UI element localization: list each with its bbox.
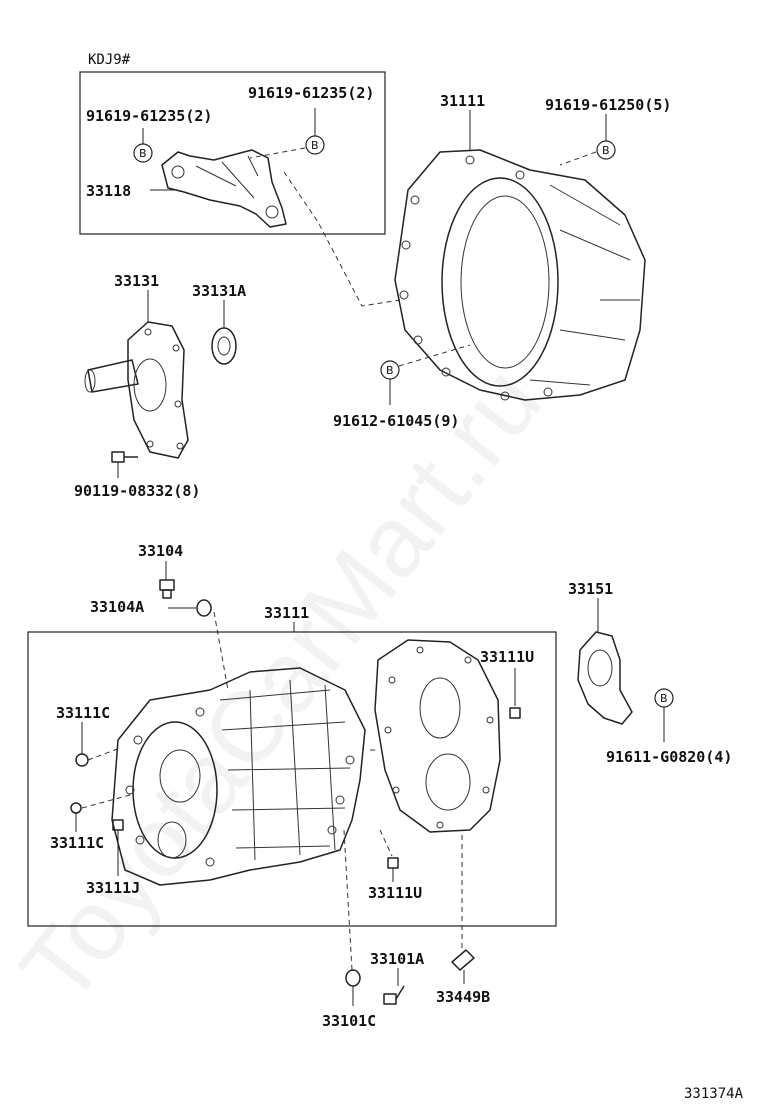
part-31111[interactable]: 31111 — [440, 92, 485, 110]
group-label: KDJ9# — [88, 52, 131, 68]
part-33131[interactable]: 33131 — [114, 272, 159, 290]
bolt-marker-b-text: B — [139, 147, 147, 160]
part-91611-G0820[interactable]: 91611-G0820(4) — [606, 748, 732, 766]
part-33449B[interactable]: 33449B — [436, 988, 490, 1006]
clutch-housing-31111[interactable] — [394, 149, 646, 401]
part-91612-61045[interactable]: 91612-61045(9) — [333, 412, 459, 430]
part-33111C-upper[interactable]: 33111C — [56, 704, 110, 722]
part-33104A[interactable]: 33104A — [90, 598, 144, 616]
part-91619-61235-right[interactable]: 91619-61235(2) — [248, 84, 374, 102]
gasket-33101C[interactable] — [345, 969, 361, 987]
case-plate-33111[interactable] — [374, 639, 501, 833]
bracket-33118[interactable] — [161, 149, 287, 228]
dashed-guide — [283, 171, 401, 307]
pin-33111U-upper[interactable] — [509, 707, 521, 719]
bearing-retainer-33131[interactable] — [84, 321, 189, 459]
part-33101C[interactable]: 33101C — [322, 1012, 376, 1030]
transmission-case-33111[interactable] — [111, 667, 366, 886]
dashed-guide — [249, 147, 306, 159]
dashed-guide — [398, 344, 471, 367]
part-33111U-upper[interactable]: 33111U — [480, 648, 534, 666]
dashed-guide — [213, 611, 229, 691]
part-33104[interactable]: 33104 — [138, 542, 183, 560]
watermark: ToyotaCarMart.ru — [0, 346, 563, 1024]
bolt-marker-b-text: B — [660, 692, 668, 705]
cover-33151[interactable] — [577, 631, 633, 725]
case-group-box — [27, 631, 557, 927]
part-90119-08332[interactable]: 90119-08332(8) — [74, 482, 200, 500]
clip-33449B[interactable] — [451, 949, 475, 971]
part-91619-61250[interactable]: 91619-61250(5) — [545, 96, 671, 114]
pin-33111C-lower[interactable] — [70, 802, 82, 814]
part-91619-61235-left[interactable]: 91619-61235(2) — [86, 107, 212, 125]
part-33118[interactable]: 33118 — [86, 182, 131, 200]
plug-33104[interactable] — [159, 579, 175, 599]
dashed-guide — [343, 829, 353, 971]
bolt-marker-b-text: B — [311, 139, 319, 152]
oil-seal-33131A[interactable] — [211, 327, 237, 365]
diagram-ref-code: 331374A — [684, 1086, 744, 1102]
pin-33111U-lower[interactable] — [387, 857, 399, 869]
kdj9-group-box — [79, 71, 386, 235]
part-33111C-lower[interactable]: 33111C — [50, 834, 104, 852]
bolt-marker-b-text: B — [602, 144, 610, 157]
dashed-guide — [559, 151, 597, 166]
part-33101A[interactable]: 33101A — [370, 950, 424, 968]
part-33151[interactable]: 33151 — [568, 580, 613, 598]
plug-33101A[interactable] — [383, 985, 405, 1005]
bolt-90119-08332[interactable] — [111, 451, 138, 463]
gasket-33104A[interactable] — [196, 599, 212, 617]
part-33111J[interactable]: 33111J — [86, 879, 140, 897]
pin-33111C-upper[interactable] — [75, 753, 89, 767]
part-33131A[interactable]: 33131A — [192, 282, 246, 300]
part-33111-top[interactable]: 33111 — [264, 604, 309, 622]
dashed-guide — [379, 829, 393, 857]
bolt-marker-b-text: B — [386, 364, 394, 377]
part-33111U-lower[interactable]: 33111U — [368, 884, 422, 902]
dashed-guide — [87, 747, 121, 761]
